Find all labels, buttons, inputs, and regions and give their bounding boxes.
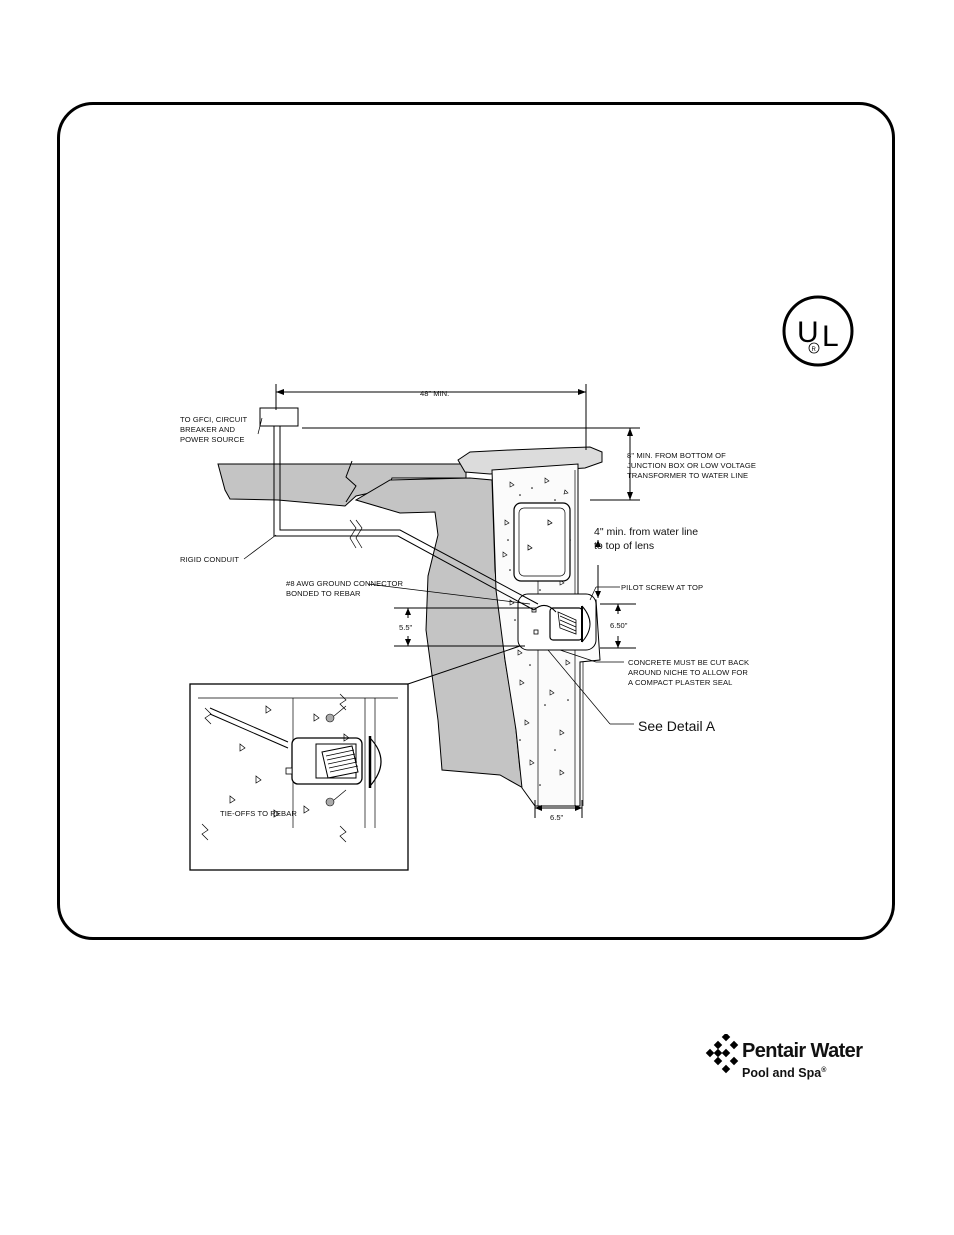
- svg-text:TO GFCI, CIRCUIT: TO GFCI, CIRCUIT: [180, 415, 248, 424]
- logo-subtitle: Pool and Spa®: [742, 1066, 827, 1080]
- svg-text:to top of lens: to top of lens: [594, 540, 654, 552]
- svg-text:CONCRETE MUST BE CUT BACK: CONCRETE MUST BE CUT BACK: [628, 658, 749, 667]
- label-junction-8-min: 8" MIN. FROM BOTTOM OF JUNCTION BOX OR L…: [627, 451, 756, 480]
- svg-text:JUNCTION BOX OR LOW VOLTAGE: JUNCTION BOX OR LOW VOLTAGE: [627, 461, 756, 470]
- label-lens-4-min: 4" min. from water line to top of lens: [594, 526, 698, 552]
- logo-title: Pentair Water: [742, 1040, 863, 1062]
- ul-mark-icon: U L R: [782, 295, 854, 367]
- label-see-detail-a: See Detail A: [638, 718, 716, 734]
- label-pilot-screw: PILOT SCREW AT TOP: [621, 583, 703, 592]
- dim-6-5: 6.5": [550, 813, 564, 822]
- dim-6-50: 6.50": [610, 621, 628, 630]
- dim-48-min: 48" MIN.: [420, 389, 449, 398]
- pentair-logo: Pentair Water Pool and Spa®: [704, 1034, 904, 1094]
- label-rigid-conduit: RIGID CONDUIT: [180, 555, 239, 564]
- dim-5-5: 5.5": [399, 623, 413, 632]
- junction-box: [259, 407, 299, 427]
- svg-text:POWER SOURCE: POWER SOURCE: [180, 435, 245, 444]
- ul-letter-l: L: [822, 320, 839, 353]
- label-gfci: TO GFCI, CIRCUIT BREAKER AND POWER SOURC…: [180, 415, 248, 444]
- ul-letter-u: U: [797, 316, 819, 349]
- label-tie-offs: TIE-OFFS TO REBAR: [220, 809, 297, 818]
- label-ground-connector: #8 AWG GROUND CONNECTOR BONDED TO REBAR: [286, 579, 403, 598]
- ul-registered: R: [812, 347, 817, 353]
- svg-text:BREAKER AND: BREAKER AND: [180, 425, 236, 434]
- svg-text:AROUND NICHE TO ALLOW FOR: AROUND NICHE TO ALLOW FOR: [628, 668, 748, 677]
- rigid-conduit: [273, 426, 535, 611]
- detail-a-inset: TIE-OFFS TO REBAR: [189, 683, 409, 871]
- svg-text:4" min. from water line: 4" min. from water line: [594, 526, 698, 538]
- pentair-diamond-icon: [705, 1034, 739, 1074]
- pool-light-fixture: [549, 605, 591, 643]
- svg-text:BONDED TO REBAR: BONDED TO REBAR: [286, 589, 361, 598]
- svg-text:8" MIN. FROM BOTTOM OF: 8" MIN. FROM BOTTOM OF: [627, 451, 726, 460]
- svg-text:A COMPACT PLASTER SEAL: A COMPACT PLASTER SEAL: [628, 678, 732, 687]
- label-concrete-cut: CONCRETE MUST BE CUT BACK AROUND NICHE T…: [628, 658, 749, 687]
- diagram-frame: [57, 102, 895, 940]
- svg-text:TRANSFORMER TO WATER LINE: TRANSFORMER TO WATER LINE: [627, 471, 748, 480]
- svg-text:#8 AWG GROUND CONNECTOR: #8 AWG GROUND CONNECTOR: [286, 579, 403, 588]
